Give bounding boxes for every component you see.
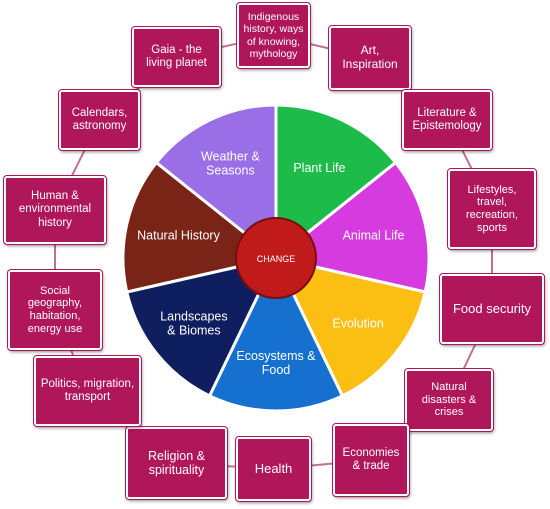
topic-label-lifestyles: Lifestyles, travel, recreation, sports	[466, 183, 518, 234]
wheel-segment-plant-life[interactable]	[274, 103, 398, 262]
wheel-segment-landscapes-biomes[interactable]	[125, 255, 279, 398]
topic-box-health[interactable]: Health	[235, 436, 312, 502]
topic-label-economies: Economies & trade	[342, 446, 400, 472]
topic-box-literature[interactable]: Literature & Epistemology	[401, 89, 493, 151]
topic-label-art: Art, Inspiration	[342, 43, 398, 71]
wheel-segment-label: Animal Life	[343, 229, 405, 243]
topic-box-art[interactable]: Art, Inspiration	[328, 25, 412, 91]
wheel-segment-label: Landscapes& Biomes	[160, 310, 227, 338]
wheel-segment-label: Natural History	[137, 229, 220, 243]
topic-box-social-geography[interactable]: Social geography, habitation, energy use	[7, 269, 103, 351]
topic-box-religion[interactable]: Religion & spirituality	[125, 426, 228, 500]
topic-label-natural-disasters: Natural disasters & crises	[421, 381, 477, 419]
topic-box-calendars[interactable]: Calendars, astronomy	[58, 89, 141, 151]
topic-box-natural-disasters[interactable]: Natural disasters & crises	[404, 368, 494, 432]
topic-box-economies[interactable]: Economies & trade	[332, 423, 410, 497]
topic-box-indigenous[interactable]: Indigenous history, ways of knowing, myt…	[236, 2, 311, 69]
topic-label-food-security: Food security	[452, 300, 532, 316]
change-hub[interactable]	[235, 217, 317, 299]
topic-label-indigenous: Indigenous history, ways of knowing, myt…	[243, 11, 304, 60]
topic-label-human-env: Human & environmental history	[18, 190, 92, 229]
wheel-segment-ecosystems-food[interactable]	[207, 254, 345, 413]
topic-label-calendars: Calendars, astronomy	[71, 106, 128, 132]
wheel-segment-label: Ecosystems &Food	[236, 349, 316, 377]
topic-box-lifestyles[interactable]: Lifestyles, travel, recreation, sports	[447, 168, 537, 250]
wheel-segment-label: Weather &Seasons	[201, 149, 260, 177]
wheel-segment-weather-seasons[interactable]	[154, 103, 278, 262]
topic-label-gaia: Gaia - the living planet	[146, 43, 207, 69]
topic-box-politics[interactable]: Politics, migration, transport	[33, 355, 142, 427]
topic-label-social-geography: Social geography, habitation, energy use	[27, 284, 83, 335]
wheel-segment-label: Plant Life	[293, 161, 345, 175]
wheel-segment-evolution[interactable]	[273, 255, 427, 398]
topic-label-religion: Religion & spirituality	[148, 448, 205, 477]
topic-label-health: Health	[254, 460, 293, 476]
topic-box-food-security[interactable]: Food security	[439, 273, 545, 345]
wheel-segment-label: Evolution	[332, 317, 383, 331]
topic-box-human-env[interactable]: Human & environmental history	[3, 175, 107, 245]
topic-label-politics: Politics, migration, transport	[40, 377, 135, 403]
topic-box-gaia[interactable]: Gaia - the living planet	[131, 26, 222, 88]
topic-label-literature: Literature & Epistemology	[412, 106, 482, 132]
change-hub-label: CHANGE	[257, 254, 296, 264]
